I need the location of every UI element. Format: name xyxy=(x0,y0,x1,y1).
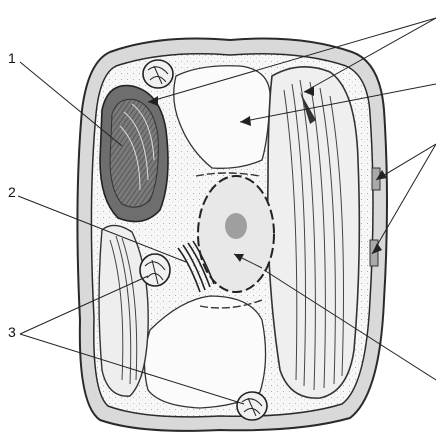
mitochondrion-mid xyxy=(140,254,170,286)
label-1: 1 xyxy=(8,51,16,65)
label-2: 2 xyxy=(8,185,16,199)
label-3: 3 xyxy=(8,325,16,339)
mitochondrion-bottom xyxy=(237,392,267,420)
nucleolus xyxy=(225,213,247,239)
mitochondrion-top xyxy=(143,60,173,88)
chloroplast-inner xyxy=(110,99,158,207)
